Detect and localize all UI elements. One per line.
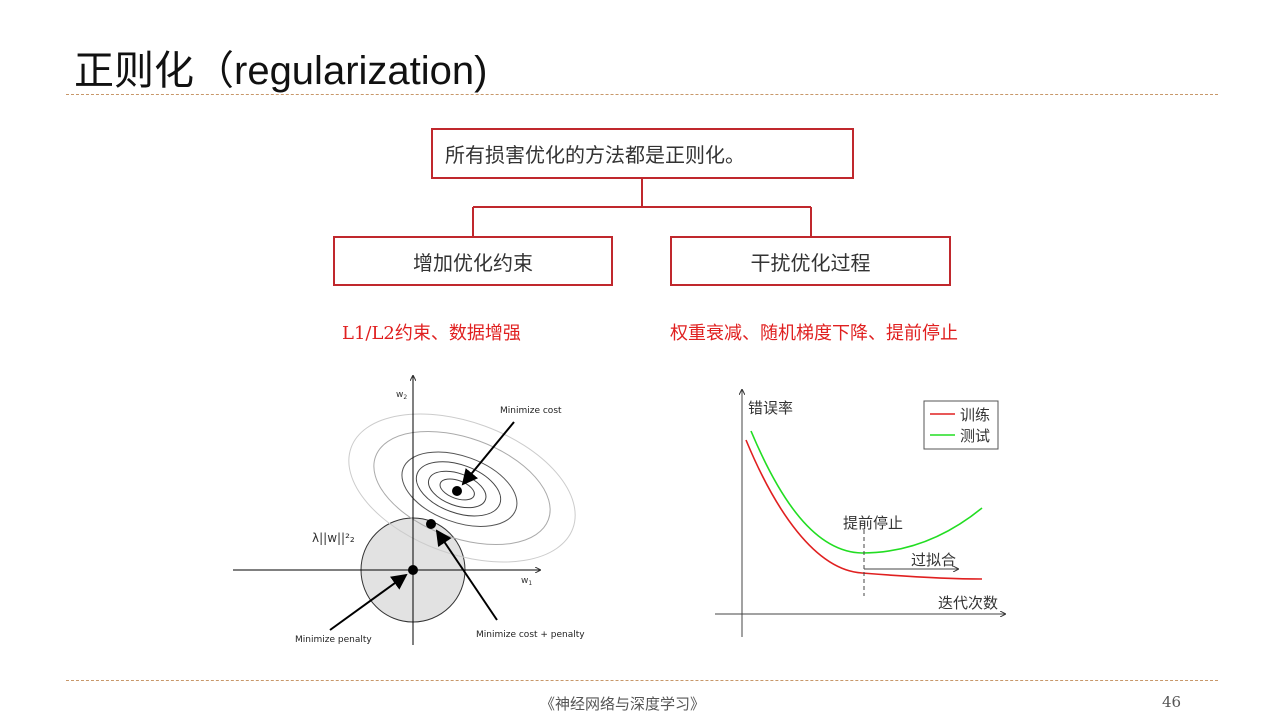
legend <box>923 400 999 450</box>
overfit-label: 过拟合 <box>911 551 956 569</box>
w2-label: w <box>396 390 403 400</box>
combined-minimum-dot <box>426 519 436 529</box>
process-box: 干扰优化过程 <box>670 236 951 286</box>
page-number: 46 <box>1162 693 1182 711</box>
svg-text:w2: w2 <box>396 390 407 401</box>
svg-text:w1: w1 <box>521 576 532 587</box>
slide-title: 正则化（regularization) <box>74 49 488 93</box>
cost-minimum-dot <box>452 486 462 496</box>
right-examples: 权重衰减、随机梯度下降、提前停止 <box>670 323 958 344</box>
minimize-penalty-label: Minimize penalty <box>295 635 372 645</box>
minimize-both-label: Minimize cost + penalty <box>476 630 585 640</box>
early-stop-label: 提前停止 <box>843 514 903 532</box>
root-box: 所有损害优化的方法都是正则化。 <box>431 128 854 179</box>
test-curve <box>750 430 983 554</box>
legend-test: 测试 <box>960 427 990 445</box>
w1-label: w <box>521 576 528 586</box>
legend-train: 训练 <box>960 406 990 424</box>
book-title: 《神经网络与深度学习》 <box>540 695 706 713</box>
x-axis-label: 迭代次数 <box>938 594 998 612</box>
minimize-cost-label: Minimize cost <box>500 406 562 416</box>
penalty-term: λ||w||²₂ <box>312 531 355 545</box>
penalty-minimum-dot <box>408 565 418 575</box>
constraint-box: 增加优化约束 <box>333 236 613 286</box>
left-examples: L1/L2约束、数据增强 <box>342 323 521 344</box>
y-axis-label: 错误率 <box>748 399 793 417</box>
footer-divider <box>66 680 1218 681</box>
header-divider <box>66 94 1218 95</box>
train-curve <box>745 439 983 580</box>
